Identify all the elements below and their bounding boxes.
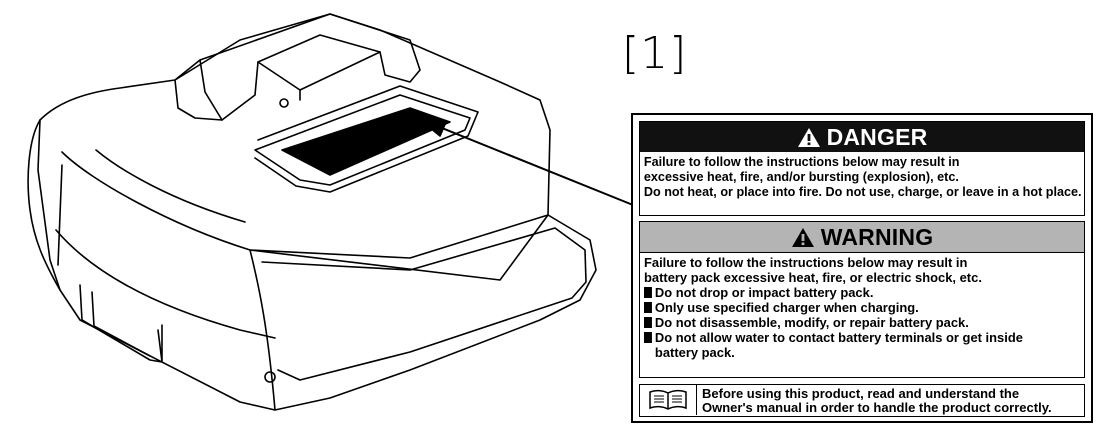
warning-bullet: Do not disassemble, modify, or repair ba… (643, 315, 1078, 330)
battery-screw (264, 371, 276, 383)
danger-line: Do not heat, or place into fire. Do not … (643, 184, 1082, 199)
book-icon (649, 389, 687, 410)
bullet-square-icon (643, 332, 652, 343)
manual-text: Before using this product, read and unde… (702, 387, 1052, 415)
figure-number: [1] (622, 28, 688, 79)
safety-label-inner: DANGER Failure to follow the instruction… (639, 121, 1085, 417)
manual-icon-box (640, 385, 697, 415)
battery-handle-hole (279, 98, 289, 108)
manual-line: Before using this product, read and unde… (702, 386, 1020, 401)
warning-heading: WARNING (820, 223, 934, 250)
bullet-square-icon (643, 317, 652, 328)
callout-arrowhead (417, 117, 447, 137)
battery-side-seam (55, 229, 276, 339)
warning-section: WARNING Failure to follow the instructio… (639, 221, 1085, 378)
warning-bullet-continuation: battery pack. (654, 345, 735, 360)
danger-warning-triangle-icon (797, 127, 820, 147)
danger-text: Failure to follow the instructions below… (640, 152, 1082, 199)
warning-bullet: Do not drop or impact battery pack. (643, 285, 1078, 300)
warning-bullet-text: Do not allow water to contact battery te… (654, 330, 1023, 345)
battery-left-end (27, 119, 61, 291)
safety-label: DANGER Failure to follow the instruction… (631, 113, 1093, 423)
warning-bullet: Only use specified charger when charging… (643, 300, 1078, 315)
warning-text: Failure to follow the instructions below… (640, 253, 1082, 360)
danger-header: DANGER (640, 122, 1084, 152)
callout-pointer-line (431, 123, 634, 206)
bullet-square-icon (643, 287, 652, 298)
battery-top-plate-rim (254, 85, 479, 193)
bullet-square-icon (643, 302, 652, 313)
danger-line: excessive heat, fire, and/or bursting (e… (643, 169, 959, 184)
manual-line: Owner's manual in order to handle the pr… (702, 400, 1052, 415)
warning-header: WARNING (640, 222, 1084, 253)
battery-front-bevel (249, 214, 549, 411)
warning-bullet: Do not allow water to contact battery te… (643, 330, 1078, 345)
danger-section: DANGER Failure to follow the instruction… (639, 121, 1085, 216)
battery-side-inner (57, 149, 246, 266)
warning-intro-line: Failure to follow the instructions below… (643, 255, 968, 270)
warning-bullet-text: Do not disassemble, modify, or repair ba… (654, 315, 969, 330)
battery-top-edge (61, 151, 549, 281)
warning-intro-line: battery pack excessive heat, fire, or el… (643, 270, 982, 285)
battery-handle-inner (199, 51, 381, 121)
battery-label-area (281, 107, 451, 176)
battery-front-inner (261, 227, 587, 381)
warning-bullet-text: Only use specified charger when charging… (654, 300, 919, 315)
battery-body-outline (37, 13, 597, 411)
danger-line: Failure to follow the instructions below… (643, 154, 960, 169)
battery-foot (79, 284, 163, 363)
danger-heading: DANGER (826, 123, 928, 150)
manual-section: Before using this product, read and unde… (639, 384, 1085, 417)
warning-triangle-icon (791, 227, 814, 247)
warning-bullet-text: Do not drop or impact battery pack. (654, 285, 874, 300)
battery-top-plate (254, 94, 471, 186)
